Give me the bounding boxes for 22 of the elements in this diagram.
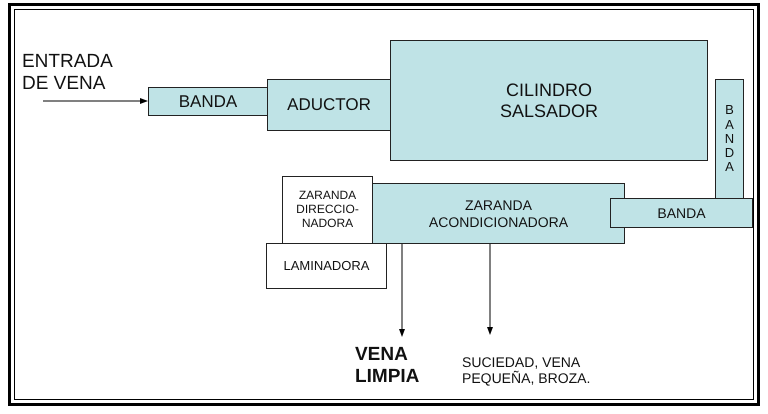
process-box [282, 176, 373, 244]
box-label: BANDA [657, 204, 706, 222]
process-box [390, 40, 708, 161]
arrow [42, 98, 148, 104]
process-box [715, 79, 744, 199]
box-label: LAMINADORA [284, 258, 370, 274]
box-label: CILINDRO SALSADOR [498, 80, 600, 122]
box-label: ZARANDA ACONDICIONADORA [428, 197, 570, 230]
process-box [148, 87, 268, 116]
input-label: ENTRADA DE VENA [22, 51, 114, 95]
arrow [399, 244, 405, 337]
box-label: ZARANDA DIRECCIO-NADORA [295, 189, 360, 231]
output-label: SUCIEDAD, VENA PEQUEÑA, BROZA. [462, 354, 592, 386]
box-label: ADUCTOR [287, 95, 371, 115]
output-label: VENA LIMPIA [355, 344, 420, 388]
process-box [266, 243, 387, 289]
arrow [487, 244, 493, 335]
process-box [267, 79, 391, 131]
box-label: BANDA [724, 103, 736, 175]
process-box [372, 183, 625, 244]
process-box [610, 198, 753, 228]
box-label: BANDA [178, 92, 238, 112]
